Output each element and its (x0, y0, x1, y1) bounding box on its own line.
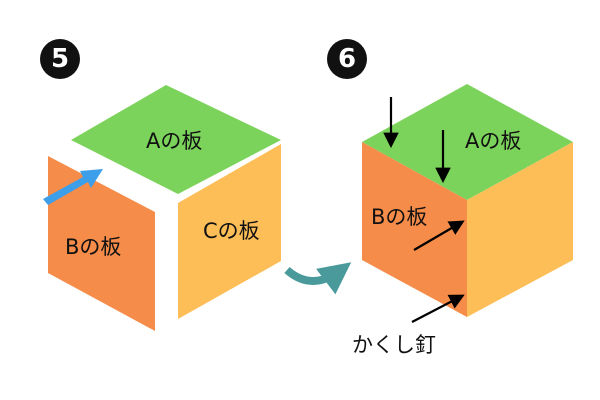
left-board-c-label: Cの板 (203, 219, 260, 243)
left-board-b (48, 156, 155, 331)
step-5-badge: 5 (40, 39, 80, 79)
left-board-a-label: Aの板 (146, 129, 203, 153)
nail-arrow-bottom (411, 294, 465, 323)
right-board-c (467, 142, 573, 317)
right-board-b-label: Bの板 (371, 205, 428, 229)
left-board-b-label: Bの板 (65, 235, 122, 259)
left-board-a (71, 85, 281, 194)
right-board-a (362, 84, 573, 200)
left-board-c (178, 144, 281, 319)
transition-arrow (284, 262, 352, 295)
hidden-nail-label: かくし釘 (352, 333, 436, 357)
right-board-b (362, 142, 467, 317)
step-6-badge: 6 (327, 39, 367, 79)
nail-arrow-middle (413, 220, 465, 251)
right-board-a-label: Aの板 (465, 129, 522, 153)
left-push-arrow (43, 169, 103, 205)
